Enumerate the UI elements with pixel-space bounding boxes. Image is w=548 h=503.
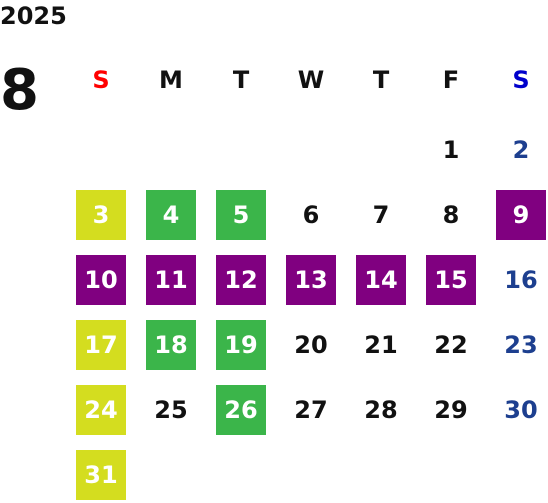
day-cell-26[interactable]: 26	[216, 385, 266, 435]
day-cell-30[interactable]: 30	[504, 396, 538, 424]
day-cell-15[interactable]: 15	[426, 255, 476, 305]
day-cell-13[interactable]: 13	[286, 255, 336, 305]
weekday-header-tue: T	[232, 66, 250, 94]
day-cell-4[interactable]: 4	[146, 190, 196, 240]
calendar-month: 8	[0, 58, 39, 123]
weekday-header-wed: W	[297, 66, 325, 94]
day-cell-14[interactable]: 14	[356, 255, 406, 305]
day-cell-1[interactable]: 1	[442, 136, 460, 164]
day-cell-27[interactable]: 27	[294, 396, 328, 424]
day-cell-12[interactable]: 12	[216, 255, 266, 305]
day-cell-3[interactable]: 3	[76, 190, 126, 240]
day-cell-11[interactable]: 11	[146, 255, 196, 305]
day-cell-9[interactable]: 9	[496, 190, 546, 240]
day-cell-10[interactable]: 10	[76, 255, 126, 305]
day-cell-5[interactable]: 5	[216, 190, 266, 240]
day-cell-21[interactable]: 21	[364, 331, 398, 359]
day-cell-19[interactable]: 19	[216, 320, 266, 370]
day-cell-2[interactable]: 2	[512, 136, 530, 164]
day-cell-18[interactable]: 18	[146, 320, 196, 370]
weekday-header-mon: M	[159, 66, 183, 94]
weekday-header-sun: S	[92, 66, 110, 94]
day-cell-29[interactable]: 29	[434, 396, 468, 424]
weekday-header-fri: F	[442, 66, 460, 94]
day-cell-25[interactable]: 25	[154, 396, 188, 424]
day-cell-28[interactable]: 28	[364, 396, 398, 424]
day-cell-24[interactable]: 24	[76, 385, 126, 435]
day-cell-31[interactable]: 31	[76, 450, 126, 500]
calendar-year: 2025	[0, 2, 67, 30]
weekday-header-thu: T	[372, 66, 390, 94]
day-cell-8[interactable]: 8	[442, 201, 460, 229]
weekday-header-sat: S	[512, 66, 530, 94]
day-cell-17[interactable]: 17	[76, 320, 126, 370]
day-cell-7[interactable]: 7	[372, 201, 390, 229]
day-cell-23[interactable]: 23	[504, 331, 538, 359]
day-cell-6[interactable]: 6	[302, 201, 320, 229]
day-cell-16[interactable]: 16	[504, 266, 538, 294]
day-cell-20[interactable]: 20	[294, 331, 328, 359]
day-cell-22[interactable]: 22	[434, 331, 468, 359]
